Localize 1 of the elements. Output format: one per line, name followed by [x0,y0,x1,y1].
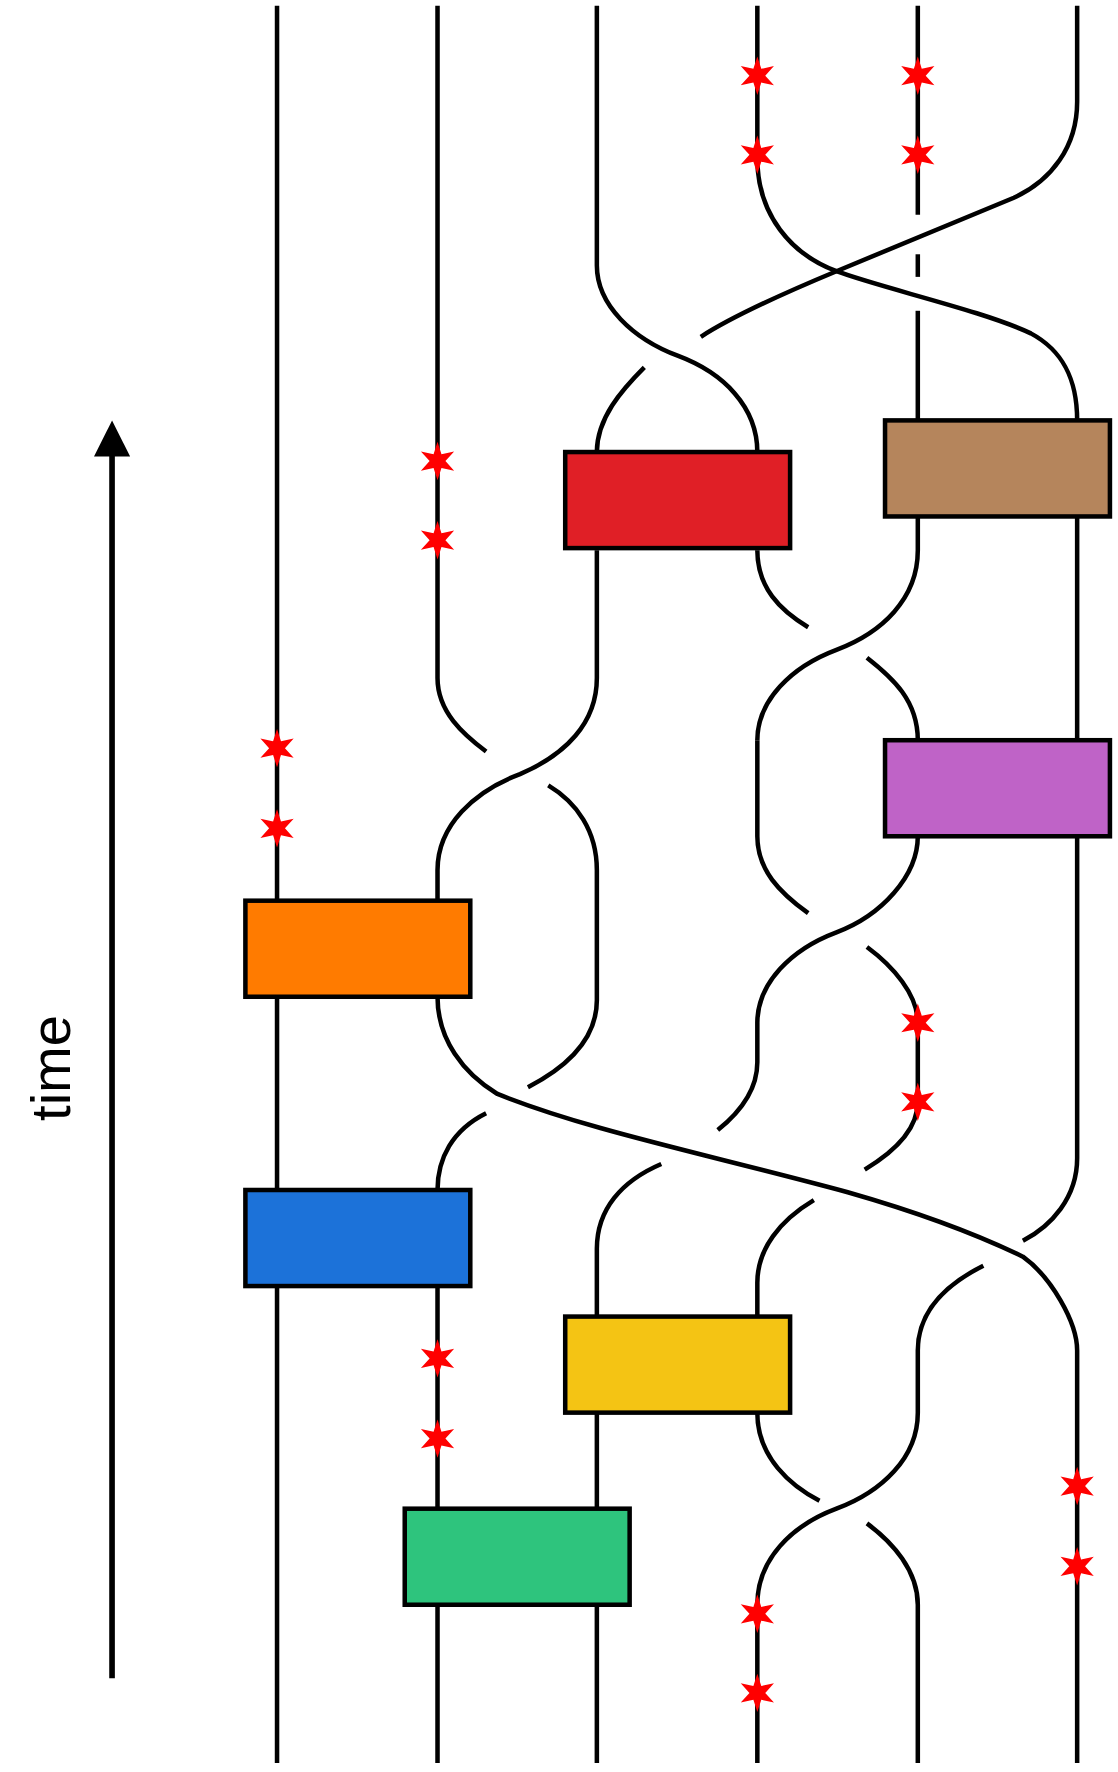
axis-label: time [23,1015,79,1121]
